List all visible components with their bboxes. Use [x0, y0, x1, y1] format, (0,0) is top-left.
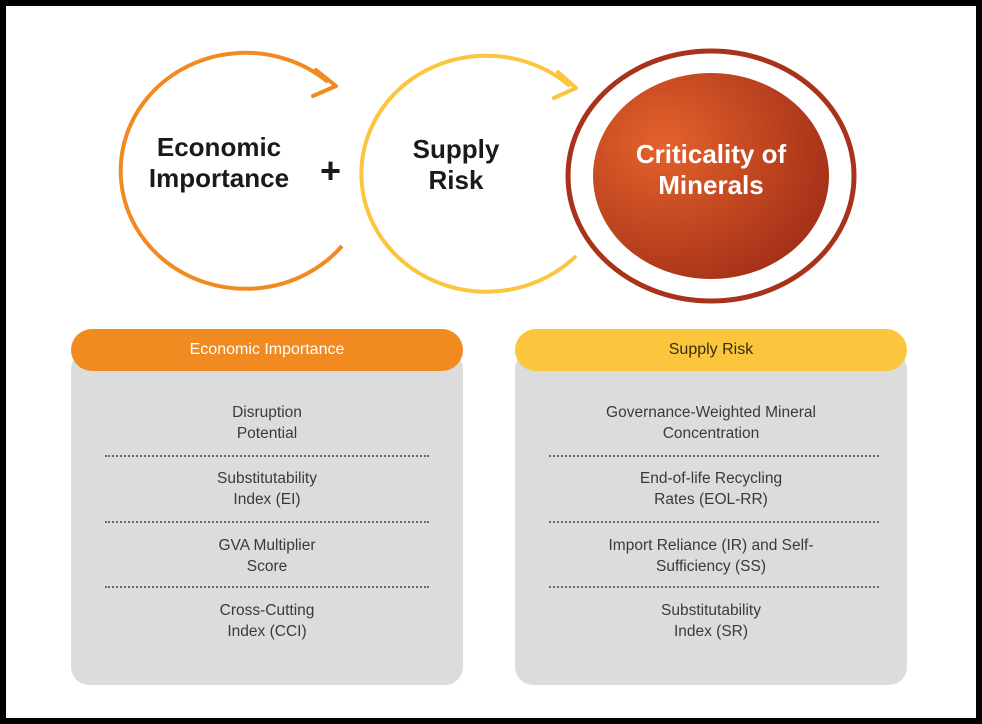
circle-supply-label: Supply Risk [412, 134, 500, 195]
economic-divider-1 [105, 455, 429, 457]
supply-divider-2 [549, 521, 879, 523]
supply-cycle-arc [359, 53, 578, 294]
supply-divider-3 [549, 586, 879, 588]
economic-cycle-arc [118, 50, 344, 291]
economic-item-3: GVA Multiplier Score [218, 537, 316, 575]
supply-risk-header: Supply Risk [515, 329, 907, 371]
criticality-disk [593, 73, 829, 279]
economic-importance-header: Economic Importance [71, 329, 463, 371]
circles-graphic [118, 48, 857, 304]
supply-divider-1 [549, 455, 879, 457]
economic-item-4: Cross-Cutting Index (CCI) [219, 602, 315, 640]
economic-arrow-icon [311, 68, 338, 98]
supply-item-2: End-of-life Recycling Rates (EOL-RR) [639, 470, 783, 508]
economic-item-2: Substitutability Index (EI) [217, 470, 317, 508]
supply-item-3: Import Reliance (IR) and Self- Sufficien… [608, 537, 814, 575]
plus-sign: + [320, 150, 342, 191]
circle-criticality-label: Criticality of Minerals [635, 139, 787, 200]
economic-divider-2 [105, 521, 429, 523]
supply-item-1: Governance-Weighted Mineral Concentratio… [606, 404, 816, 442]
supply-arrow-icon [552, 70, 578, 100]
supply-item-4: Substitutability Index (SR) [661, 602, 761, 640]
supply-risk-panel: Governance-Weighted Mineral Concentratio… [515, 351, 907, 685]
economic-importance-panel: Disruption Potential Substitutability In… [71, 351, 463, 685]
economic-divider-3 [105, 586, 429, 588]
economic-item-1: Disruption Potential [232, 404, 302, 442]
criticality-outer-ring [565, 48, 857, 304]
circle-economic-label: Economic Importance [148, 132, 290, 193]
